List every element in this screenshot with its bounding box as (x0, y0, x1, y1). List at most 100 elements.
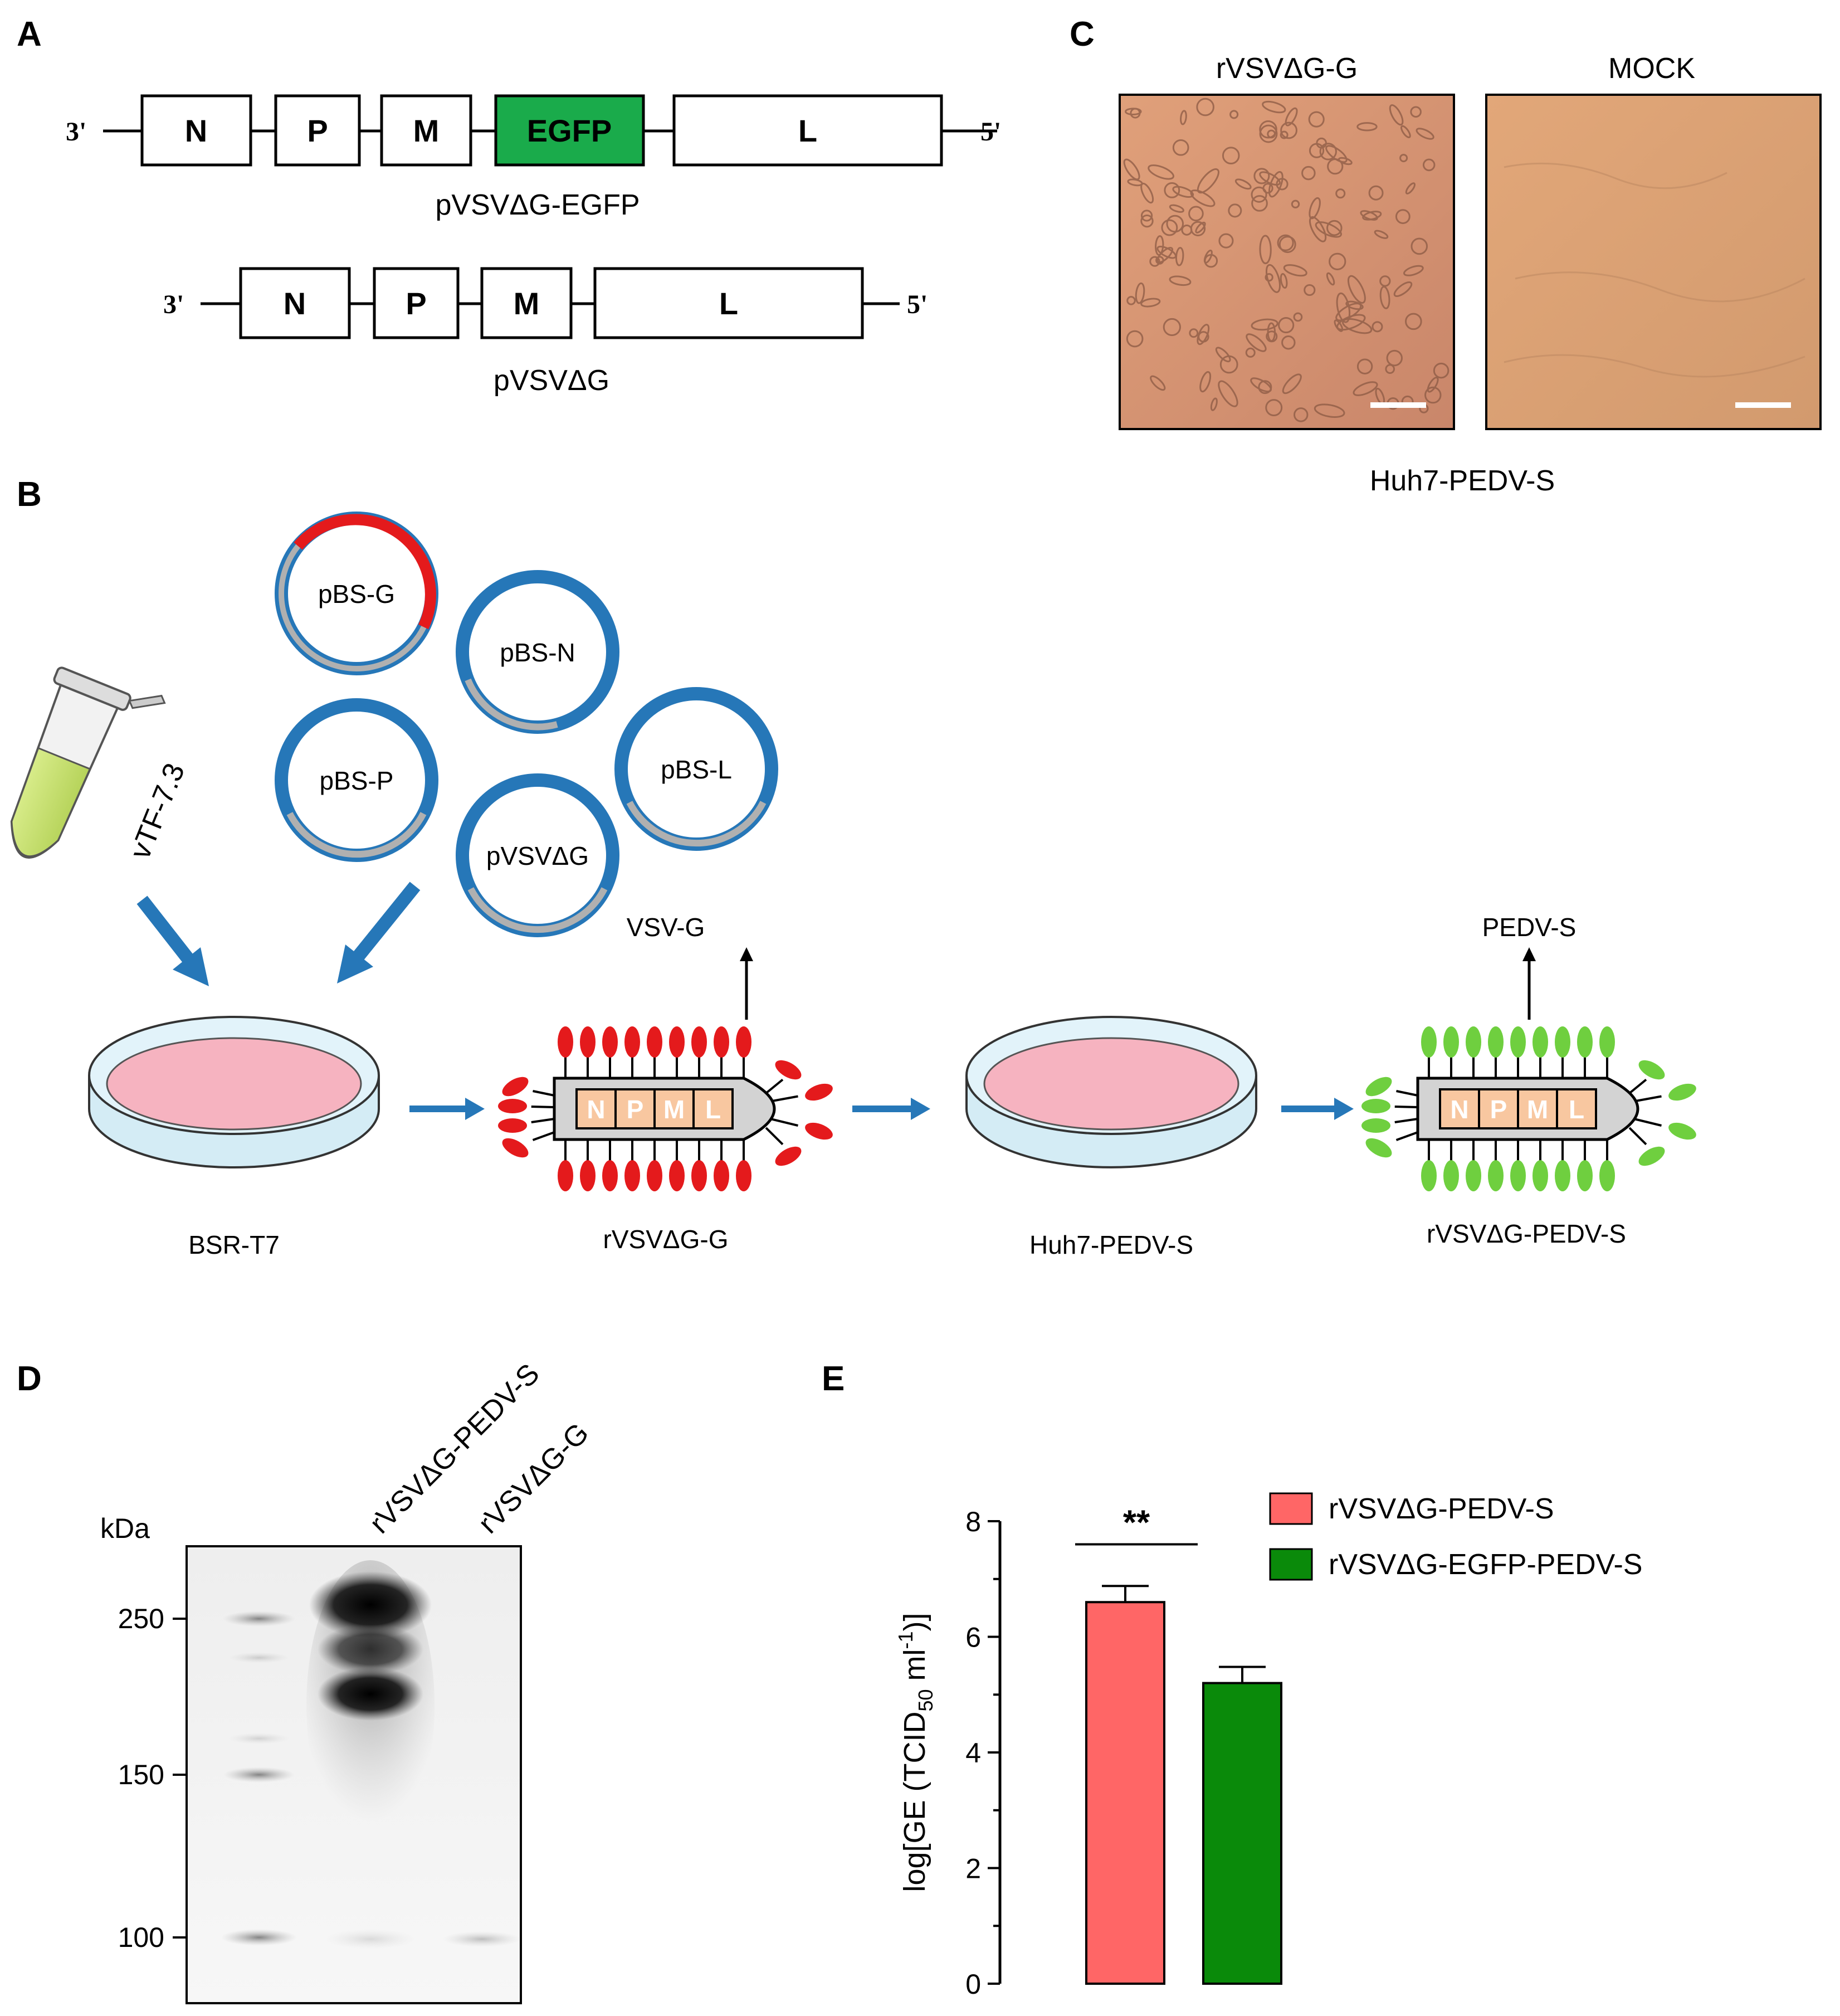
spike-icon (691, 1160, 707, 1191)
spike-icon (1668, 1122, 1696, 1140)
segment-m (480, 267, 573, 339)
construct-pvsvdg-egfp: 3' 5' N P M EGFP L pVSVΔG-EGFP (66, 94, 1001, 221)
segment-label: M (413, 113, 440, 148)
spike-icon (736, 1026, 751, 1058)
panel-letter-c: C (1070, 15, 1095, 53)
spike-icon (602, 1160, 618, 1191)
protein-label: VSV-G (627, 913, 705, 942)
arrow-icon (852, 1098, 930, 1120)
spike-icon (1599, 1160, 1615, 1191)
spike-icon (647, 1160, 662, 1191)
arrow-icon (337, 882, 421, 983)
virus-label: rVSVΔG-PEDV-S (1427, 1219, 1626, 1248)
spike-icon (498, 1118, 527, 1133)
end-3prime: 3' (163, 290, 184, 319)
spike-icon (1488, 1026, 1504, 1058)
y-tick-label: 2 (965, 1853, 981, 1884)
plasmid-pbs-g: pBS-G (275, 512, 438, 675)
y-axis-label: log[GE (TCID50 ml-1)] (894, 1613, 937, 1892)
spike-icon (1365, 1077, 1392, 1097)
spike-icon (580, 1026, 596, 1058)
plasmid-pvsvdg: pVSVΔG (456, 773, 619, 937)
genome-segment-label: M (663, 1095, 685, 1124)
genome-segment (1439, 1088, 1480, 1129)
segment-egfp (494, 94, 645, 167)
bar (1202, 1682, 1282, 1985)
legend-label: rVSVΔG-EGFP-PEDV-S (1329, 1548, 1643, 1581)
plasmid-label: pBS-N (500, 638, 575, 667)
genome-segment-label: N (1450, 1095, 1468, 1124)
segment-label: L (719, 286, 738, 321)
tube-icon (10, 666, 166, 859)
marker-label: 100 (118, 1922, 164, 1953)
spike-icon (1466, 1160, 1481, 1191)
genome-segment-label: L (705, 1095, 721, 1124)
genome-segment-label: P (627, 1095, 644, 1124)
spike-icon (1599, 1026, 1615, 1058)
segment-label: L (798, 113, 817, 148)
panel-a: A 3' 5' N P M EGFP L pVSVΔG-EGFP 3' 5' N (17, 15, 1001, 397)
spike-icon (1532, 1026, 1548, 1058)
legend-swatch (1269, 1548, 1313, 1581)
spike-icon (624, 1026, 640, 1058)
virus-label: rVSVΔG-G (603, 1225, 729, 1254)
plasmid-pbs-p: pBS-P (275, 698, 438, 862)
dish-label: Huh7-PEDV-S (1029, 1230, 1193, 1259)
spike-icon (1577, 1160, 1593, 1191)
spike-icon (805, 1083, 833, 1101)
spike-icon (1421, 1026, 1437, 1058)
arrow-icon (136, 895, 209, 986)
genome-segment (575, 1088, 617, 1129)
plasmid-label: pBS-G (318, 580, 395, 608)
legend-swatch (1269, 1492, 1313, 1525)
legend-label: rVSVΔG-PEDV-S (1329, 1493, 1554, 1525)
spike-icon (580, 1160, 596, 1191)
spike-icon (1532, 1160, 1548, 1191)
spike-icon (1421, 1160, 1437, 1191)
segment-label: N (185, 113, 207, 148)
segment-l (593, 267, 864, 339)
dish-icon (965, 1016, 1257, 1168)
spike-icon (1443, 1026, 1459, 1058)
segment-label: P (406, 286, 426, 321)
plasmid-label: pBS-L (661, 755, 732, 784)
panel-letter-e: E (822, 1360, 845, 1398)
marker-label: 250 (118, 1603, 164, 1634)
spike-icon (1510, 1160, 1526, 1191)
spike-icon (1488, 1160, 1504, 1191)
spike-icon (1361, 1099, 1390, 1113)
segment-label: P (307, 113, 328, 148)
plasmid-label: pBS-P (320, 766, 394, 795)
genome-segment-label: L (1569, 1095, 1584, 1124)
segment-n (239, 267, 351, 339)
arrow-icon (409, 1098, 485, 1120)
end-3prime: 3' (66, 117, 86, 147)
micrograph-mock (1485, 94, 1822, 430)
end-5prime: 5' (980, 117, 1001, 147)
spike-icon (691, 1026, 707, 1058)
y-tick-label: 8 (965, 1506, 981, 1537)
panel-letter-a: A (17, 15, 42, 53)
segment-label: EGFP (527, 113, 612, 148)
spike-icon (624, 1160, 640, 1191)
plasmid-label: pVSVΔG (486, 841, 589, 870)
spike-icon (1361, 1118, 1390, 1133)
spike-icon (1443, 1160, 1459, 1191)
spike-icon (602, 1026, 618, 1058)
spike-icon (669, 1160, 685, 1191)
segment-m (380, 94, 472, 167)
significance-marker: ** (1123, 1504, 1150, 1542)
spike-icon (736, 1160, 751, 1191)
protein-label: PEDV-S (1482, 913, 1577, 942)
blot-image (186, 1545, 522, 2004)
segment-label: N (284, 286, 306, 321)
panel-d: D rVSVΔG-PEDV-S rVSVΔG-G kDa 250 150 100 (17, 1357, 595, 2004)
spike-icon (714, 1026, 729, 1058)
spike-icon (775, 1060, 802, 1080)
y-tick-label: 4 (965, 1737, 981, 1769)
micrograph-infected (1119, 94, 1455, 430)
